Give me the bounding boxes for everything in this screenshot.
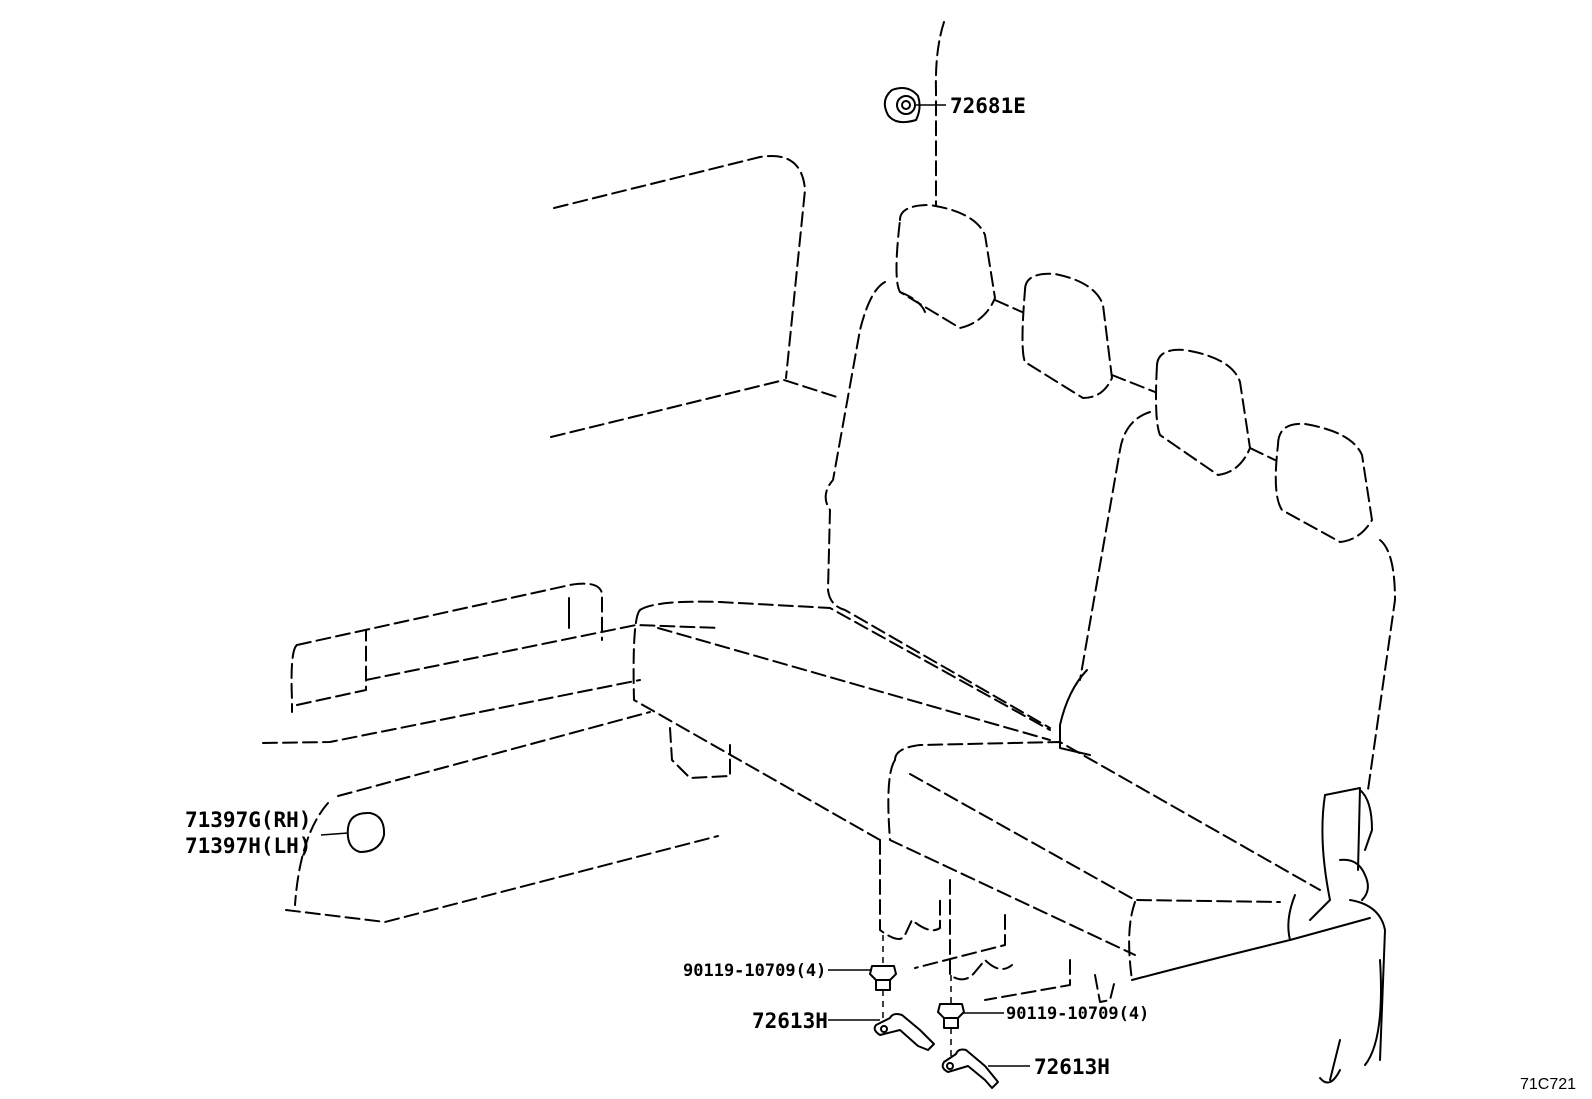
figure-reference: 71C721	[1520, 1076, 1576, 1093]
bolt-left	[869, 965, 897, 991]
bolt-right	[937, 1003, 965, 1029]
belt-guide-line	[934, 21, 945, 206]
callout-71397G-rh: 71397G(RH)	[185, 808, 311, 832]
right-seat-cushion	[887, 741, 1321, 1003]
callout-72613H-left: 72613H	[752, 1009, 828, 1033]
right-seat-back	[1059, 411, 1396, 791]
callout-90119-left: 90119-10709(4)	[683, 961, 826, 981]
body-side-panel	[262, 155, 841, 923]
callout-72613H-right: 72613H	[1034, 1055, 1110, 1079]
headrests	[895, 204, 1373, 543]
bracket-right	[941, 1048, 999, 1089]
seat-belt-guide-part	[883, 87, 921, 124]
side-cover-part	[346, 811, 386, 853]
callout-90119-right: 90119-10709(4)	[1006, 1004, 1149, 1024]
left-seat-back	[824, 281, 1051, 729]
seat-hinge-assembly	[1131, 787, 1386, 1084]
callout-71397H-lh: 71397H(LH)	[185, 834, 311, 858]
left-seat-cushion	[632, 600, 1051, 940]
bracket-left	[873, 1013, 935, 1051]
leader-lines	[320, 104, 1030, 1067]
callout-72681E: 72681E	[950, 94, 1026, 118]
